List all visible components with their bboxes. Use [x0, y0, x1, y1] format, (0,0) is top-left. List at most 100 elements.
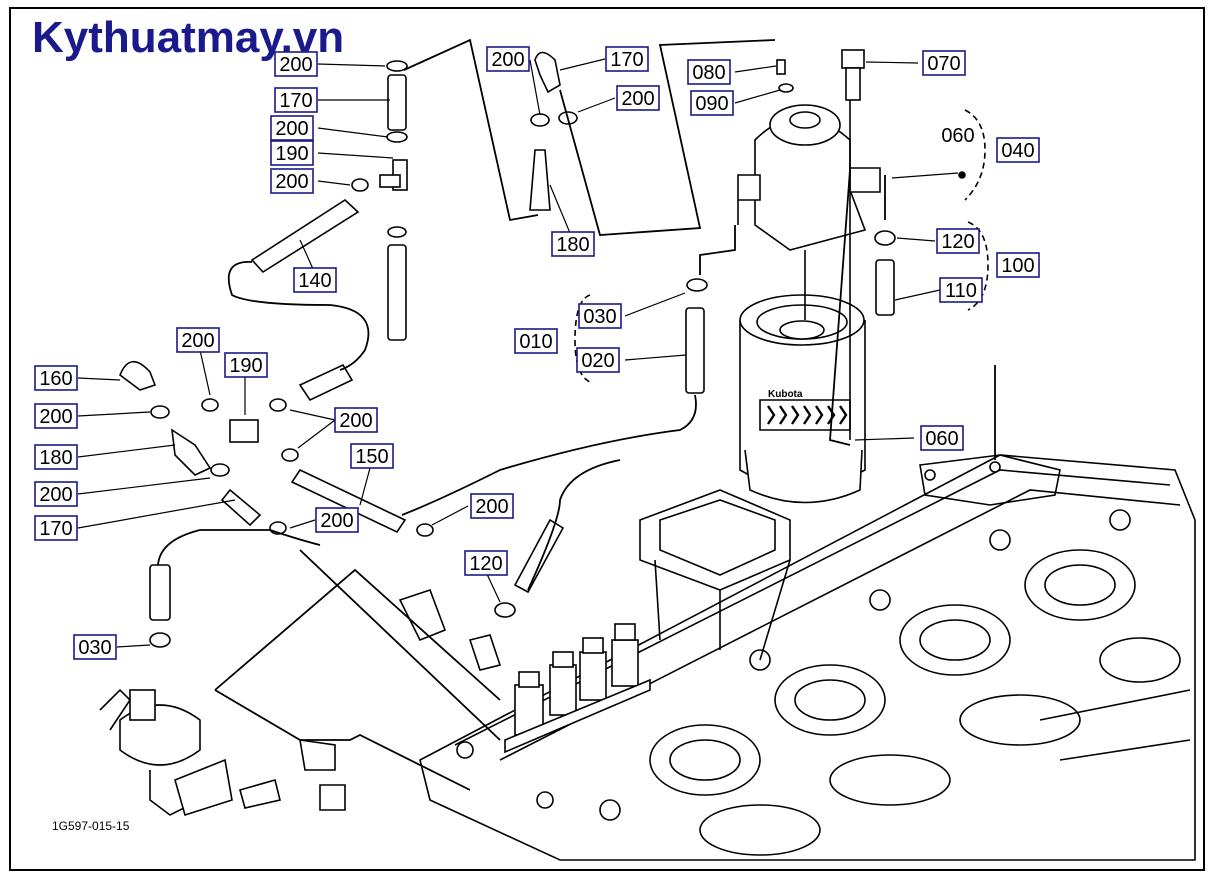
callout-box [34, 444, 78, 470]
drawing-code: 1G597-015-15 [52, 819, 130, 833]
callout-150: 150 [350, 443, 394, 469]
callout-label: 200 [621, 88, 654, 110]
callout-box [176, 327, 220, 353]
callout-label: 200 [279, 54, 312, 76]
callout-190: 190 [224, 352, 268, 378]
callout-200: 200 [486, 46, 530, 72]
callout-label: 180 [556, 234, 589, 256]
fuel-line-routing [157, 38, 996, 791]
callout-label: 200 [475, 496, 508, 518]
callout-label: 200 [181, 330, 214, 352]
callout-box [293, 267, 337, 293]
callout-200: 200 [270, 115, 314, 141]
callout-180: 180 [551, 231, 595, 257]
callout-label: 200 [491, 49, 524, 71]
callout-label: 040 [1001, 140, 1034, 162]
callout-box [350, 443, 394, 469]
callout-label: 190 [229, 355, 262, 377]
callout-120: 120 [464, 550, 508, 576]
callout-200: 200 [334, 407, 378, 433]
fuel-hoses [99, 51, 895, 817]
callout-label: 170 [610, 49, 643, 71]
callout-box [576, 347, 620, 373]
callout-box [270, 140, 314, 166]
callout-label: 190 [275, 143, 308, 165]
fuel-filter [737, 49, 881, 504]
callout-170: 170 [34, 515, 78, 541]
callout-060: 060 [920, 425, 964, 451]
callout-070: 070 [922, 50, 966, 76]
callout-label: 140 [298, 270, 331, 292]
callout-080: 080 [687, 59, 731, 85]
callout-200: 200 [270, 168, 314, 194]
cylinder-head [419, 454, 1196, 861]
callout-140: 140 [293, 267, 337, 293]
callout-box [996, 137, 1040, 163]
callout-030: 030 [73, 634, 117, 660]
callout-box [920, 425, 964, 451]
callout-box [34, 365, 78, 391]
callout-180: 180 [34, 444, 78, 470]
callout-box [996, 252, 1040, 278]
callout-030: 030 [578, 303, 622, 329]
callout-040: 040 [996, 137, 1040, 163]
callout-110: 110 [939, 277, 983, 303]
callout-box [73, 634, 117, 660]
callout-label: 160 [39, 368, 72, 390]
callout-label: 020 [581, 350, 614, 372]
callout-label: 090 [695, 93, 728, 115]
callout-box [315, 507, 359, 533]
callout-box [605, 46, 649, 72]
callout-160: 160 [34, 365, 78, 391]
callout-label: 200 [39, 406, 72, 428]
leader-lines [77, 58, 959, 648]
callout-label: 120 [469, 553, 502, 575]
callout-label: 030 [583, 306, 616, 328]
callout-box [334, 407, 378, 433]
callout-label: 070 [927, 53, 960, 75]
callout-label: 170 [39, 518, 72, 540]
callout-box [270, 168, 314, 194]
callout-box [687, 59, 731, 85]
callout-box [936, 228, 980, 254]
callout-label: 200 [339, 410, 372, 432]
callout-label: 120 [941, 231, 974, 253]
callout-170: 170 [605, 46, 649, 72]
callout-170: 170 [274, 87, 318, 113]
callout-box [578, 303, 622, 329]
callout-box [939, 277, 983, 303]
callout-box [274, 87, 318, 113]
callout-label: 200 [39, 484, 72, 506]
callout-120: 120 [936, 228, 980, 254]
callout-200: 200 [616, 85, 660, 111]
callout-label: 200 [320, 510, 353, 532]
callout-200: 200 [315, 507, 359, 533]
callout-label: 080 [692, 62, 725, 84]
callout-box [34, 515, 78, 541]
callout-label: 060 [925, 428, 958, 450]
callout-label: 170 [279, 90, 312, 112]
callout-200: 200 [34, 403, 78, 429]
callout-190: 190 [270, 140, 314, 166]
callout-label: 110 [945, 280, 977, 302]
callout-box [270, 115, 314, 141]
callout-box [224, 352, 268, 378]
callout-box [470, 493, 514, 519]
callout-label: 100 [1001, 255, 1034, 277]
callout-box [551, 231, 595, 257]
callout-200: 200 [274, 51, 318, 77]
diagram-border [9, 7, 1205, 871]
callout-box [34, 481, 78, 507]
callout-200: 200 [470, 493, 514, 519]
callout-box [922, 50, 966, 76]
callout-100: 100 [996, 252, 1040, 278]
callout-label: 200 [275, 171, 308, 193]
filter-brand-label: Kubota [768, 389, 803, 400]
callout-box [274, 51, 318, 77]
callout-060: 060 [941, 125, 974, 147]
callout-label: 180 [39, 447, 72, 469]
callout-box [34, 403, 78, 429]
callout-label: 150 [355, 446, 388, 468]
callout-label: 030 [78, 637, 111, 659]
